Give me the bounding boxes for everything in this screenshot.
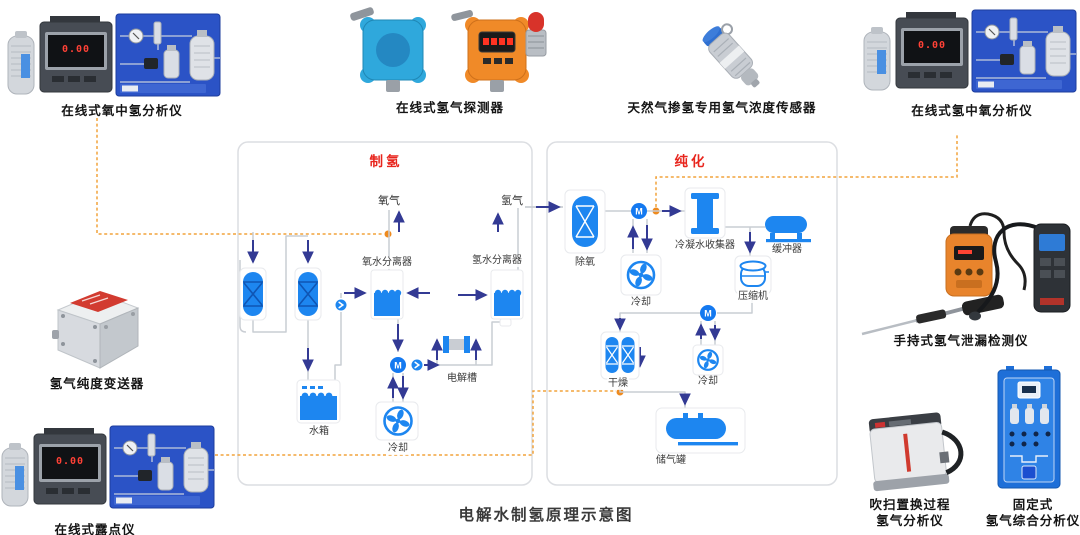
fixed-analyzer-label-line1: 固定式	[1012, 498, 1054, 512]
electrolyzer-label: 电解槽	[446, 373, 478, 385]
hydrogen-gas-label: 氢气	[499, 195, 525, 208]
orange-leak-detector	[945, 212, 1027, 297]
buffer-label: 缓冲器	[771, 244, 803, 256]
handheld-leak-detectors-illustration	[861, 212, 1071, 336]
production-section-title: 制氢	[369, 154, 403, 169]
purge-analyzer-illustration	[868, 412, 964, 492]
electrolyzer-icon	[443, 336, 470, 353]
purge-analyzer-label-line1: 吹扫置换过程	[869, 498, 951, 512]
production-cooling-fan-icon	[375, 401, 419, 441]
condensate-collector-label: 冷凝水收集器	[674, 240, 736, 252]
production-cooling-label: 冷却	[387, 443, 409, 455]
flow-arrows	[247, 201, 756, 406]
check-valve-icon-1	[410, 358, 424, 372]
purification-section-title: 纯化	[674, 154, 708, 169]
blue-detector	[350, 7, 426, 92]
electrolysis-cell-column-1	[239, 267, 267, 321]
upper-cooling-label: 冷却	[630, 297, 652, 309]
water-tank-label: 水箱	[308, 426, 330, 438]
dew-point-meter-illustration	[1, 425, 215, 509]
electrolysis-cell-column-2	[294, 267, 322, 321]
oxygen-separator-label: 氧水分离器	[361, 257, 413, 269]
gooseneck-leak-detector	[969, 222, 1071, 321]
blending-sensor-label: 天然气掺氢专用氢气浓度传感器	[627, 101, 817, 115]
upper-cooling-fan-icon	[620, 254, 662, 296]
svg-text:M: M	[394, 361, 402, 371]
lower-cooling-fan-icon	[692, 344, 724, 376]
handheld-leak-detector-label: 手持式氢气泄漏检测仪	[893, 334, 1029, 348]
fixed-analyzer-cabinet-illustration	[997, 366, 1061, 489]
probe-wand	[861, 294, 1005, 336]
deoxygenation-tower-icon	[564, 189, 606, 254]
hydrogen-detector-label: 在线式氢气探测器	[395, 101, 505, 115]
storage-tank-label: 储气罐	[655, 455, 687, 467]
svg-text:M: M	[704, 309, 712, 319]
page-title: 电解水制氢原理示意图	[458, 507, 634, 524]
oxygen-gas-label: 氧气	[376, 195, 402, 208]
check-valve-icon-2	[334, 298, 348, 312]
purity-transmitter-illustration	[52, 291, 140, 369]
analyzer-top-left-label: 在线式氧中氢分析仪	[61, 104, 183, 118]
dew-point-meter-label: 在线式露点仪	[54, 523, 136, 535]
gas-detectors-illustration	[350, 7, 547, 92]
fixed-analyzer-label: 固定式氢气综合分析仪	[953, 497, 1080, 529]
analyzer-display-top-left: 0.00	[61, 44, 91, 55]
oxygen-side-analyzer-illustration	[7, 13, 221, 97]
oxygen-water-separator-icon	[370, 269, 404, 320]
svg-text:M: M	[635, 207, 643, 217]
sample-node-oxygen	[384, 230, 392, 238]
fixed-analyzer-label-line2: 氢气综合分析仪	[985, 514, 1080, 528]
alarm-beacon	[525, 12, 547, 57]
hydrogen-water-separator-icon	[490, 269, 524, 327]
condensate-collector-icon	[684, 187, 726, 239]
blending-sensor-illustration	[702, 23, 760, 88]
purge-analyzer-label-line2: 氢气分析仪	[876, 514, 944, 528]
circulation-pump-icon: M	[390, 357, 406, 373]
dryer-label: 干燥	[607, 378, 629, 390]
water-tank-icon	[296, 379, 341, 424]
booster-pump-icon: M	[700, 305, 716, 321]
compressor-icon	[734, 255, 772, 295]
buffer-tank-icon	[765, 216, 811, 243]
hydrogen-separator-label: 氢水分离器	[471, 255, 523, 267]
purity-transmitter-label: 氢气纯度变送器	[49, 377, 145, 391]
dryer-icon	[600, 331, 640, 380]
purification-pump-icon: M	[631, 203, 647, 219]
gas-storage-tank-icon	[655, 407, 746, 454]
hydrogen-side-analyzer-illustration	[863, 9, 1077, 93]
deoxygenation-label: 除氧	[574, 257, 596, 269]
orange-detector	[451, 10, 529, 92]
analyzer-top-right-label: 在线式氢中氧分析仪	[911, 104, 1033, 118]
purge-analyzer-label: 吹扫置换过程氢气分析仪	[830, 497, 990, 529]
analyzer-display-top-right: 0.00	[917, 40, 947, 51]
analyzer-display-bottom-left: 0.00	[55, 456, 85, 467]
lower-cooling-label: 冷却	[697, 376, 719, 388]
compressor-label: 压缩机	[737, 291, 769, 303]
